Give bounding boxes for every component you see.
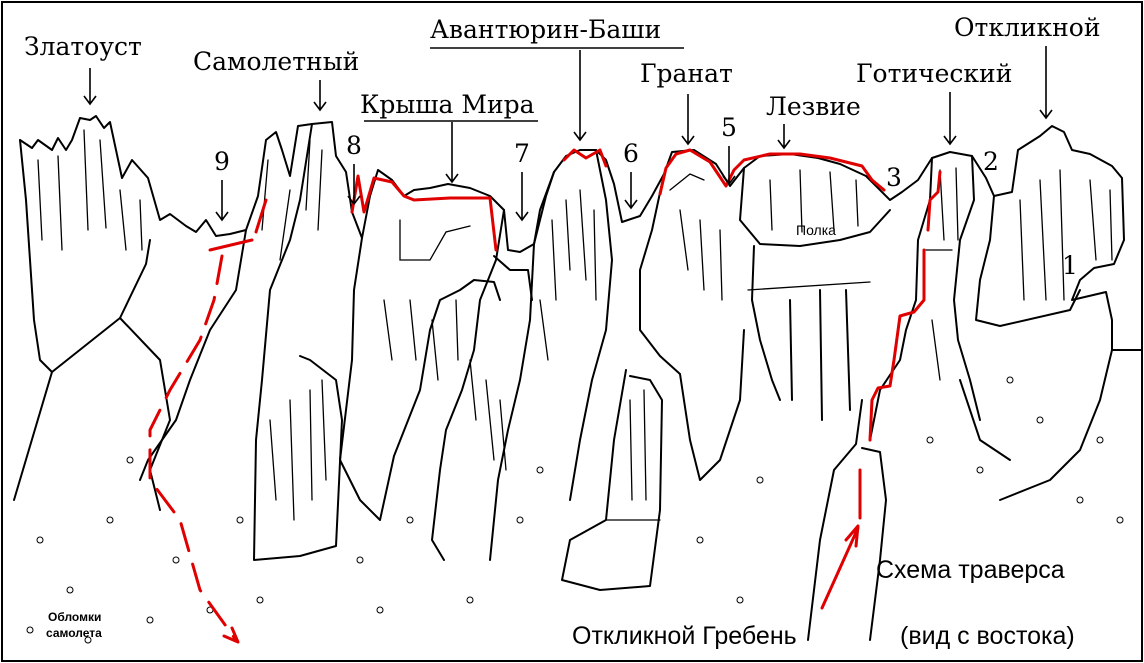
point-label-9: 9 (214, 147, 230, 176)
route-segment-descent (148, 254, 238, 642)
wreckage-label-line2: самолета (46, 626, 102, 640)
peak-label-krysha-mira: Крыша Мира (360, 90, 535, 119)
pointer-lezvie (777, 124, 791, 150)
peak-label-gotichesky: Готический (856, 59, 1012, 88)
pointer-samoletny (313, 80, 327, 112)
pointer-krysha-mira (445, 122, 459, 184)
point-label-7: 7 (514, 139, 530, 168)
pointer-granat (681, 94, 695, 146)
point-label-8: 8 (346, 131, 362, 160)
peak-label-zlatoust: Златоуст (24, 32, 142, 61)
route-start-arrow (820, 524, 860, 610)
point-label-2: 2 (983, 147, 999, 176)
pointer-avanturin-bashi (573, 50, 587, 142)
route-end-arrow (222, 626, 240, 644)
caption-scheme: Схема траверса (876, 556, 1065, 584)
pointer-zlatoust (83, 68, 97, 106)
caption-view: (вид с востока) (900, 622, 1075, 650)
peak-label-granat: Гранат (640, 59, 733, 88)
point-label-3: 3 (886, 163, 902, 192)
pointer-gotichesky (943, 92, 957, 146)
ledge-label-polka: Полка (796, 222, 836, 238)
peak-labels: Златоуст Самолетный Крыша Мира Авантюрин… (24, 13, 1101, 184)
caption-ridge: Откликной Гребень (572, 622, 797, 650)
scree-field (26, 376, 1124, 644)
peak-label-lezvie: Лезвие (766, 92, 861, 121)
point-label-5: 5 (721, 113, 737, 142)
point-label-1: 1 (1062, 251, 1078, 280)
peak-label-avanturin-bashi: Авантюрин-Баши (430, 15, 661, 44)
traverse-route (148, 148, 942, 644)
wreckage-label-line1: Обломки (48, 610, 101, 624)
route-points: 9 8 7 6 5 3 2 1 (214, 113, 1078, 280)
point-label-6: 6 (623, 139, 639, 168)
ridge-drawing (13, 115, 1143, 644)
peak-label-samoletny: Самолетный (193, 47, 359, 76)
peak-label-otkliknoy: Откликной (954, 13, 1101, 42)
route-segment-upper (208, 148, 942, 442)
pointer-otkliknoy (1039, 46, 1053, 120)
